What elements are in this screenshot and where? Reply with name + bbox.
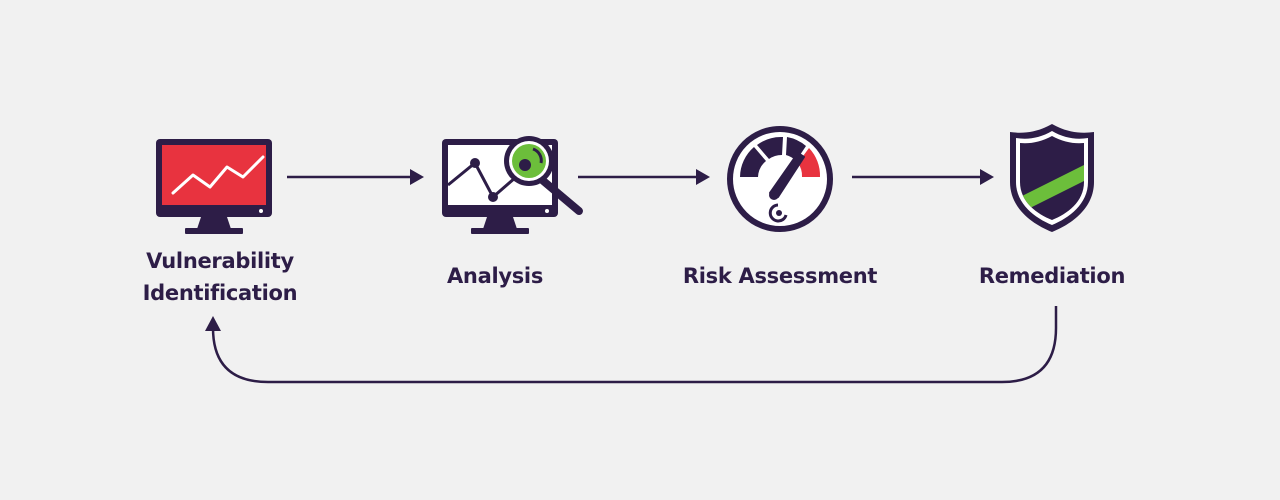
gauge-icon (726, 125, 834, 237)
arrow-identification-to-analysis (287, 169, 424, 185)
step-label-vulnerability-identification: Vulnerability Identification (142, 249, 298, 305)
step-label-remediation: Remediation (978, 264, 1126, 288)
step-label-risk-assessment: Risk Assessment (682, 264, 878, 288)
shield-icon (1006, 122, 1098, 238)
arrow-risk-to-remediation (852, 169, 994, 185)
monitor-trend-icon (155, 137, 273, 241)
arrow-remediation-loop-back (205, 306, 1058, 384)
arrow-analysis-to-risk (578, 169, 710, 185)
monitor-magnifier-icon (441, 135, 587, 241)
step-label-analysis: Analysis (446, 264, 544, 288)
